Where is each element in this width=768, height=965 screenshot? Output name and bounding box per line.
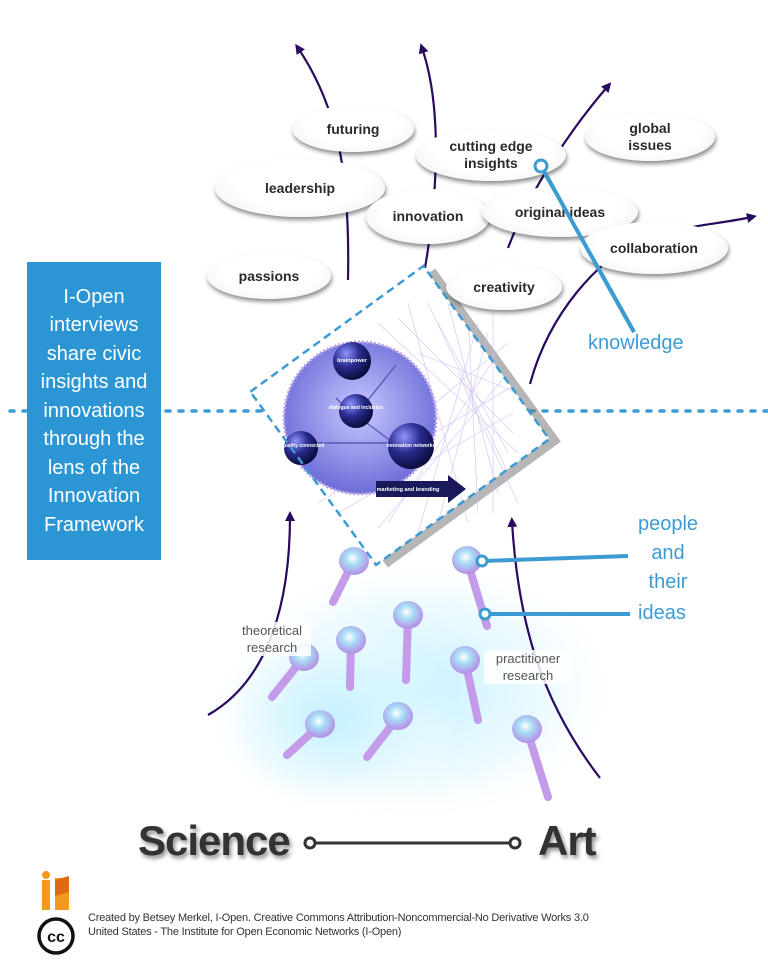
people-and-their-label: people and their xyxy=(637,513,699,593)
bubble-futuring: futuring xyxy=(292,106,414,152)
pin-1 xyxy=(329,547,369,606)
theoretical-research-label: theoretical research xyxy=(233,622,311,656)
bubble-label: passions xyxy=(238,267,300,284)
art-label: Art xyxy=(538,817,597,864)
intro-callout-box: I-Open interviews share civic insights a… xyxy=(27,262,161,560)
credit-line-2: United States - The Institute for Open E… xyxy=(88,926,402,938)
bubble-label: global issues xyxy=(628,120,672,153)
pin-6 xyxy=(450,646,482,724)
svg-text:cc: cc xyxy=(47,929,65,946)
fw-marketing: marketing and branding xyxy=(377,487,440,493)
pin-3 xyxy=(393,601,423,684)
bubble-label: collaboration xyxy=(610,239,698,256)
bubble-innovation: innovation xyxy=(366,189,490,244)
bubble-global-issues: global issues xyxy=(585,113,715,161)
bubble-passions: passions xyxy=(207,253,331,299)
creative-commons-icon: cc xyxy=(37,917,75,955)
fw-quality: quality connected xyxy=(282,443,325,449)
bubble-collaboration: collaboration xyxy=(580,222,728,274)
fw-dialogue: dialogue and inclusion xyxy=(329,405,383,411)
intro-callout-text: I-Open interviews share civic insights a… xyxy=(40,285,148,536)
knowledge-label: knowledge xyxy=(588,332,684,354)
i-open-logo-icon xyxy=(42,871,69,910)
bubble-label: original ideas xyxy=(514,203,606,220)
bubble-creativity: creativity xyxy=(446,264,562,310)
fw-brainpower: brainpower xyxy=(337,358,368,364)
bubble-label: futuring xyxy=(326,120,380,137)
pin-8 xyxy=(363,702,413,761)
pin-9 xyxy=(512,715,552,801)
ideas-label: ideas xyxy=(638,602,686,624)
bubble-label: innovation xyxy=(392,208,464,224)
science-label: Science xyxy=(138,817,291,864)
credit-text: Created by Betsey Merkel, I-Open. Creati… xyxy=(88,911,589,939)
pin-4 xyxy=(336,626,366,691)
people-pins xyxy=(268,546,552,801)
pin-7 xyxy=(283,710,335,759)
pins-glow xyxy=(200,550,630,830)
science-art-axis xyxy=(303,836,522,850)
innovation-framework-image: brainpower dialogue and inclusion qualit… xyxy=(248,264,561,568)
bubble-cutting-edge-insights: cutting edge insights xyxy=(416,129,566,181)
people-pointers xyxy=(475,554,630,621)
bubble-label: cutting edge insights xyxy=(449,138,533,171)
practitioner-research-label: practitioner research xyxy=(484,650,572,684)
credit-line-1: Created by Betsey Merkel, I-Open. Creati… xyxy=(88,912,589,924)
fw-networks: innovation networks xyxy=(387,443,436,449)
bubble-label: creativity xyxy=(473,278,535,295)
bubble-leadership: leadership xyxy=(215,159,385,217)
bubble-label: leadership xyxy=(264,179,336,196)
